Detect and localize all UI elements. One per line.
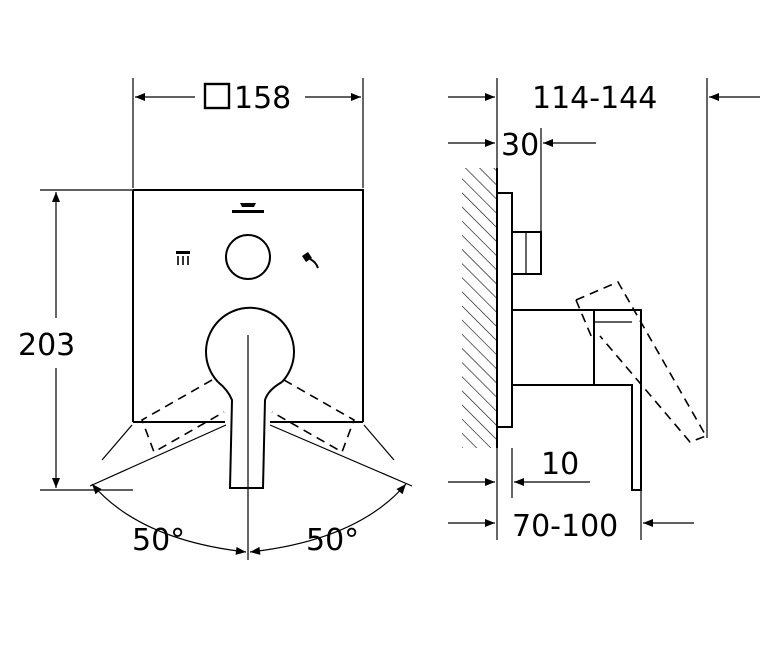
cover-plate-side xyxy=(496,192,513,428)
wall-gap-label: 10 xyxy=(541,447,579,482)
lever-rotated-side-edge xyxy=(575,299,593,339)
lever-body-side xyxy=(512,309,595,386)
depth-total-label: 114-144 xyxy=(532,81,657,116)
angle-line-right-a xyxy=(363,424,395,461)
lever-rosette xyxy=(205,306,295,383)
angle-line-left-a xyxy=(101,424,133,461)
angle-right-label: 50° xyxy=(306,523,359,558)
lever-rotated-side xyxy=(575,280,708,443)
angle-line-left-b xyxy=(89,424,227,487)
brand-logo-icon xyxy=(232,203,264,213)
square-section-icon xyxy=(203,82,231,110)
handle-rotated-right xyxy=(271,379,355,454)
angle-line-right-b xyxy=(269,424,413,487)
front-view: 158 203 xyxy=(18,78,413,560)
handle-depth-label: 70-100 xyxy=(512,509,618,544)
front-height-label: 203 xyxy=(18,328,75,363)
handle-rotated-left xyxy=(141,379,225,454)
angle-arc-left xyxy=(91,483,247,555)
cover-plate xyxy=(132,189,364,422)
lever-handle xyxy=(217,381,283,489)
selector-knob xyxy=(225,234,271,280)
depth-offset-label: 30 xyxy=(501,128,539,163)
side-view: 114-144 30 10 70-100 xyxy=(448,78,760,544)
angle-left-label: 50° xyxy=(132,523,185,558)
wall-hatching xyxy=(462,168,496,448)
angle-arc-right xyxy=(249,483,407,555)
hand-shower-icon xyxy=(302,252,319,269)
front-width-label: 158 xyxy=(234,81,291,116)
shower-head-icon xyxy=(176,251,190,265)
